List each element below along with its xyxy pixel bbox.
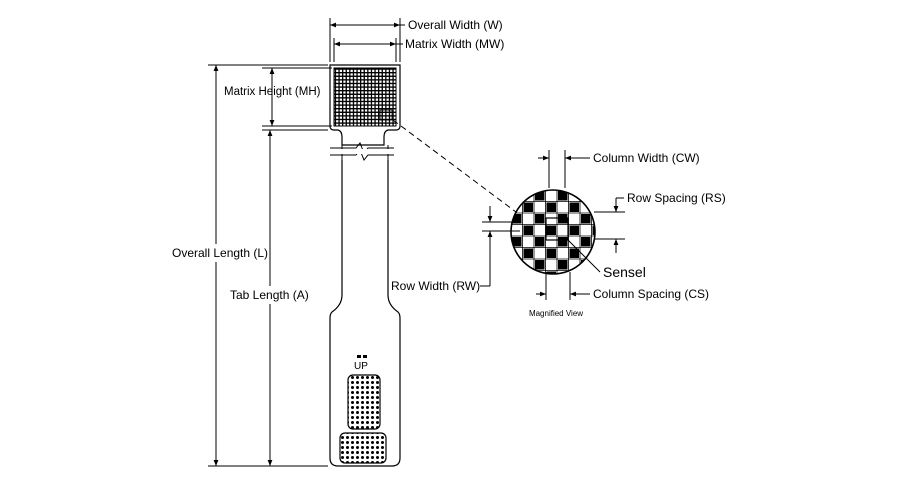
overall-width-label: Overall Width (W): [408, 18, 503, 32]
sensel-cell: [592, 225, 595, 235]
sensel-cell: [512, 260, 522, 270]
column-width-dimension: [538, 150, 590, 188]
sensel-cell: [592, 271, 595, 274]
sensel-cell: [569, 271, 579, 274]
sensel-cell: [535, 260, 545, 270]
matrix-width-dimension: [333, 38, 403, 62]
sensel-leader: [566, 238, 601, 273]
row-spacing-label: Row Spacing (RS): [627, 191, 726, 205]
column-spacing-dimension: [536, 272, 590, 300]
sensel-cell: [512, 191, 522, 201]
sensel-cell: [523, 225, 533, 235]
sensel-cell: [546, 225, 556, 235]
column-spacing-label: Column Spacing (CS): [593, 287, 709, 301]
matrix-width-label: Matrix Width (MW): [405, 37, 504, 51]
magnification-leader: [392, 119, 517, 213]
tab-length-label: Tab Length (A): [230, 288, 309, 302]
sensel-cell: [523, 202, 533, 212]
sensel-cell: [581, 214, 591, 224]
sensel-cell: [546, 248, 556, 258]
sensel-cell: [569, 248, 579, 258]
sensel-cell: [546, 202, 556, 212]
overall-length-label: Overall Length (L): [172, 246, 268, 260]
sensel-cell: [592, 202, 595, 212]
overall-length-dimension: [208, 64, 328, 467]
row-spacing-dimension: [594, 197, 625, 253]
magnified-view-label: Magnified View: [529, 309, 583, 318]
sensel-cell: [592, 248, 595, 258]
sensel-cell: [558, 191, 568, 201]
matrix-height-label: Matrix Height (MH): [224, 86, 321, 98]
sensel-label: Sensel: [603, 264, 646, 280]
sensel-cell: [569, 202, 579, 212]
sensel-cell: [535, 191, 545, 201]
overall-width-dimension: [329, 18, 405, 62]
connector-pad-upper: [347, 374, 381, 430]
sensel-cell: [581, 191, 591, 201]
sensel-cell: [569, 225, 579, 235]
sensing-matrix: [333, 67, 397, 127]
sensel-cell: [558, 260, 568, 270]
sensel-cell: [523, 271, 533, 274]
sensel-cell: [581, 237, 591, 247]
connector-pad-lower: [339, 432, 387, 464]
sensel-cell: [558, 237, 568, 247]
sensel-cell: [558, 214, 568, 224]
column-width-label: Column Width (CW): [593, 151, 700, 165]
row-width-label: Row Width (RW): [391, 279, 480, 293]
sensel-cell: [512, 237, 522, 247]
sensel-cell: [535, 237, 545, 247]
sensel-cell: [535, 214, 545, 224]
up-arrow-icon: [357, 355, 367, 358]
matrix-detail-box: [379, 109, 393, 121]
matrix-height-dimension: [262, 67, 332, 127]
magnified-view: [510, 189, 596, 275]
up-marker-label: UP: [354, 361, 368, 372]
sensel-cell: [546, 271, 556, 274]
sensel-cell: [512, 214, 522, 224]
sensel-highlight: [545, 217, 569, 241]
row-width-dimension: [480, 206, 520, 287]
sensel-cell: [523, 248, 533, 258]
